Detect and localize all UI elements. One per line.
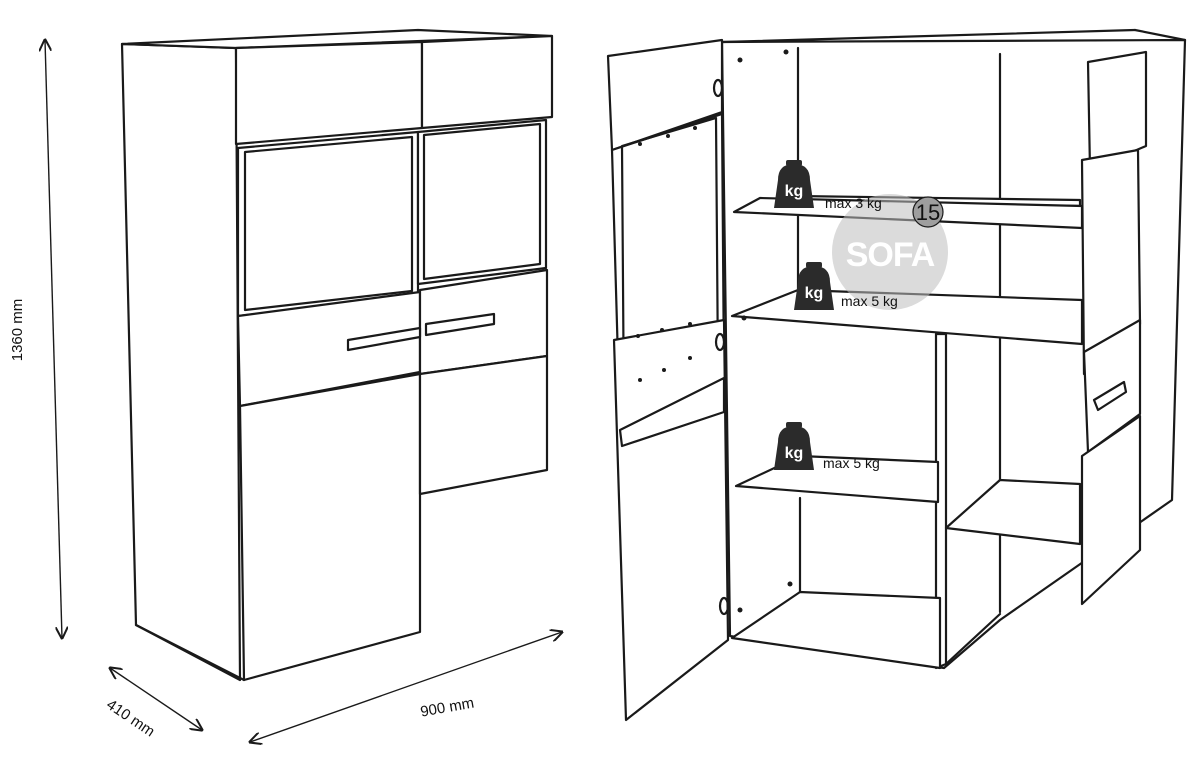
left-handle xyxy=(346,326,422,352)
kg-weight-icon: kg xyxy=(774,422,814,470)
upper-left-glass-door xyxy=(236,130,420,318)
cabinet-bottom xyxy=(730,590,942,670)
height-arrow xyxy=(45,40,62,638)
lower-right-shelf xyxy=(944,478,1082,546)
cabinet-side-panel xyxy=(120,42,242,682)
shelf-load-2: kg max 5 kg xyxy=(794,262,898,310)
open-cabinet-view xyxy=(606,28,1187,722)
right-open-lower-door xyxy=(1080,414,1142,606)
right-open-handle xyxy=(1092,380,1128,412)
upper-right-glass-door xyxy=(416,118,548,286)
badge-number: 15 xyxy=(916,200,940,225)
lower-left-door xyxy=(238,372,422,682)
depth-label: 410 mm xyxy=(103,696,157,740)
shelf-load-3: kg max 5 kg xyxy=(774,422,880,471)
kg-icon-label: kg xyxy=(785,183,804,200)
width-label: 900 mm xyxy=(419,694,475,720)
kg-weight-icon: kg xyxy=(774,160,814,208)
shelf-load-labels: kg max 3 kg kg max 5 kg kg max 5 kg xyxy=(774,160,898,471)
closed-cabinet-view xyxy=(120,28,554,682)
top-left-flap xyxy=(234,40,424,146)
height-label: 1360 mm xyxy=(9,299,26,362)
depth-arrow xyxy=(110,668,202,730)
shelf-load-1: kg max 3 kg xyxy=(774,160,882,211)
right-handle xyxy=(424,312,496,337)
glass-thickness-badge: 15 xyxy=(912,196,944,228)
kg-icon-label: kg xyxy=(785,445,804,462)
shelf-1-max-load: max 3 kg xyxy=(825,195,882,211)
right-open-top-flap xyxy=(1086,50,1148,172)
shelf-3-max-load: max 5 kg xyxy=(823,455,880,471)
width-arrow xyxy=(250,632,562,742)
lower-right-door xyxy=(418,354,549,496)
kg-weight-icon: kg xyxy=(794,262,834,310)
left-open-lower-door xyxy=(612,318,730,722)
right-open-drawer-front xyxy=(1082,318,1142,454)
top-right-flap xyxy=(420,34,554,130)
left-open-top-flap xyxy=(606,38,724,152)
shelf-2-max-load: max 5 kg xyxy=(841,293,898,309)
kg-icon-label: kg xyxy=(805,285,824,302)
watermark-text: SOFA xyxy=(846,236,935,274)
